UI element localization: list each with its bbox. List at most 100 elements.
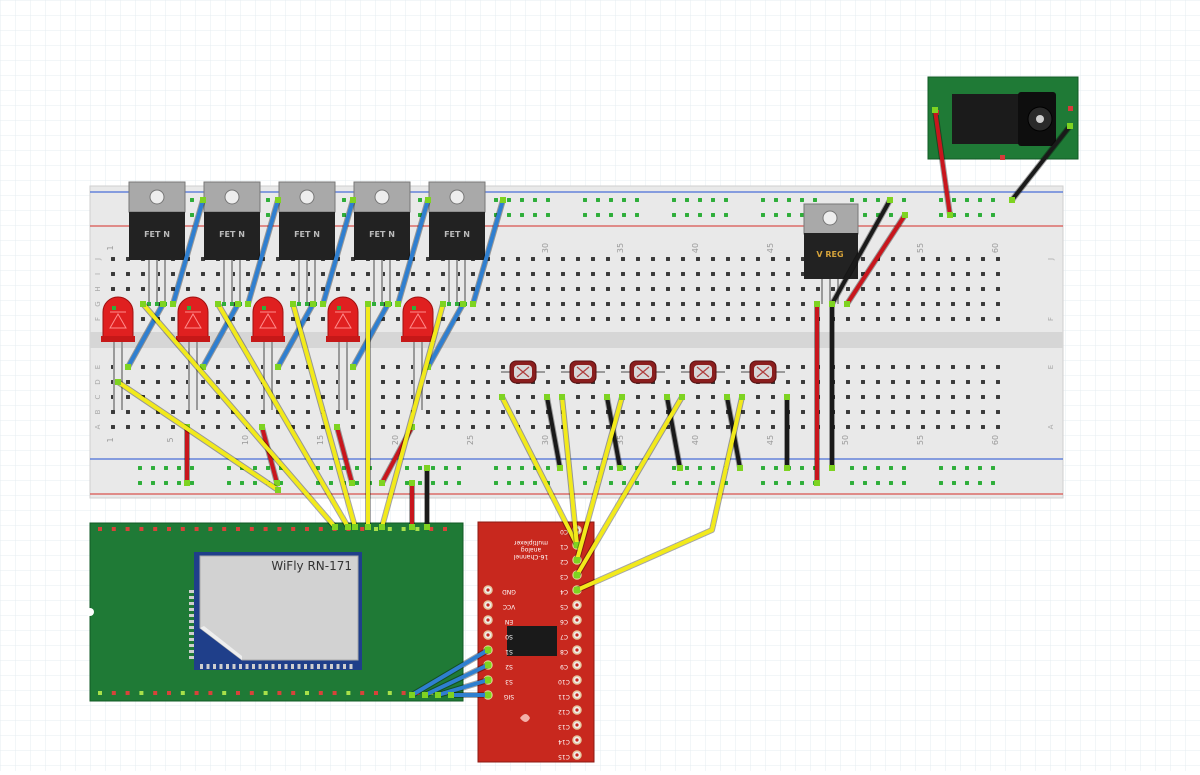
rail-hole (457, 481, 461, 485)
breadboard-hole (666, 365, 670, 369)
breadboard-hole (786, 380, 790, 384)
breadboard-hole (606, 272, 610, 276)
breadboard-hole (951, 380, 955, 384)
castellation-pad (304, 664, 307, 669)
wire-end (409, 480, 415, 486)
rail-hole (876, 481, 880, 485)
fet-label: FET N (219, 230, 245, 239)
breadboard-hole (666, 272, 670, 276)
rail-hole (761, 466, 765, 470)
breadboard-hole (396, 365, 400, 369)
blue-wire (126, 302, 165, 369)
breadboard-hole (126, 410, 130, 414)
breadboard-hole (141, 365, 145, 369)
breadboard-hole (486, 395, 490, 399)
mux-pad-hole (575, 648, 579, 652)
breadboard-hole (636, 317, 640, 321)
breadboard-hole (876, 317, 880, 321)
breadboard-hole (471, 287, 475, 291)
rail-hole (622, 213, 626, 217)
rail-hole (685, 466, 689, 470)
col-number: 25 (466, 435, 475, 445)
breadboard-hole (711, 272, 715, 276)
breadboard-hole (381, 395, 385, 399)
header-pin (387, 691, 392, 695)
breadboard-hole (381, 365, 385, 369)
breadboard-hole (846, 317, 850, 321)
breadboard-hole (936, 257, 940, 261)
rail-hole (761, 213, 765, 217)
castellation-pad (323, 664, 327, 669)
breadboard-hole (966, 380, 970, 384)
breadboard-hole (531, 425, 535, 429)
black-wire (665, 395, 682, 470)
breadboard-hole (456, 425, 460, 429)
castellation-pad (200, 664, 203, 669)
breadboard-hole (246, 317, 250, 321)
rail-hole (965, 466, 969, 470)
breadboard-hole (456, 365, 460, 369)
wire-end (274, 480, 280, 486)
rail-hole (494, 198, 498, 202)
header-pin (249, 691, 254, 695)
castellation-pad (252, 664, 255, 669)
rail-hole (520, 213, 524, 217)
rail-hole (342, 198, 346, 202)
breadboard-hole (651, 317, 655, 321)
breadboard-hole (921, 257, 925, 261)
wire-end (679, 394, 685, 400)
breadboard-hole (501, 272, 505, 276)
breadboard-hole (861, 425, 865, 429)
row-letter: E (1047, 365, 1055, 369)
breadboard-hole (156, 425, 160, 429)
castellation-pad (291, 664, 294, 669)
rail-hole (952, 481, 956, 485)
rail-hole (151, 466, 155, 470)
rail-hole (609, 198, 613, 202)
header-pin (291, 691, 296, 695)
wifly-board: WiFly RN-171 (86, 522, 464, 702)
rail-hole (164, 466, 168, 470)
breadboard-hole (276, 425, 280, 429)
wire-end (485, 647, 491, 653)
rail-hole (405, 466, 409, 470)
breadboard-hole (321, 425, 325, 429)
breadboard-hole (876, 425, 880, 429)
red-wire (933, 108, 952, 217)
header-pin (111, 691, 116, 695)
rail-hole (889, 466, 893, 470)
castellation-pad (310, 664, 314, 669)
header-pin (194, 691, 199, 695)
header-pin (291, 527, 296, 531)
rail-hole (520, 466, 524, 470)
breadboard-hole (771, 425, 775, 429)
led-pin-hole (112, 306, 116, 310)
breadboard-hole (291, 272, 295, 276)
rail-hole (431, 466, 435, 470)
rail-hole (635, 481, 639, 485)
black-wire (1010, 124, 1072, 202)
breadboard-hole (861, 257, 865, 261)
fet-body (279, 212, 335, 260)
fet-pin-hole (455, 302, 459, 306)
breadboard-hole (861, 302, 865, 306)
breadboard-hole (771, 287, 775, 291)
header-pin (401, 691, 406, 695)
breadboard-hole (516, 272, 520, 276)
header-pin (125, 691, 130, 695)
breadboard-hole (426, 272, 430, 276)
breadboard-hole (591, 395, 595, 399)
wire-end (470, 301, 476, 307)
led-die (109, 312, 127, 329)
header-pin (98, 527, 102, 531)
breadboard-hole (711, 287, 715, 291)
wire-end (379, 524, 385, 530)
breadboard-hole (726, 272, 730, 276)
vreg-tab-hole (822, 210, 838, 226)
rail-hole (724, 198, 728, 202)
breadboard-hole (576, 317, 580, 321)
breadboard-hole (651, 395, 655, 399)
breadboard-hole (246, 410, 250, 414)
breadboard-hole (576, 410, 580, 414)
breadboard-hole (936, 272, 940, 276)
